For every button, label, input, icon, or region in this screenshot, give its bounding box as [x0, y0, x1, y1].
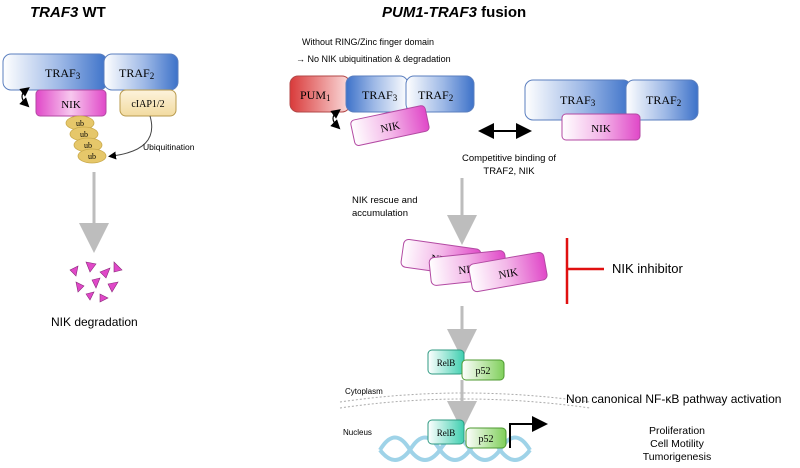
nik-label-left: NIK: [61, 99, 81, 111]
nik-stack-3: [468, 251, 548, 293]
rescue-line1: NIK rescue and: [352, 195, 417, 206]
outcome-tumorigenesis: Tumorigenesis: [643, 451, 711, 463]
traf2-label-right: TRAF2: [646, 93, 681, 108]
nik-label-right: NIK: [591, 123, 611, 135]
rotation-arrow-left: [19, 87, 30, 108]
cytoplasm-label: Cytoplasm: [345, 387, 383, 396]
competitive-line2: TRAF2, NIK: [483, 166, 535, 177]
nuclear-membrane-inner: [339, 398, 591, 409]
ubiquitin-chain: ub ub ub ub: [65, 115, 107, 164]
p52-box-nucleus: [465, 427, 507, 449]
nik-inhibitor-label: NIK inhibitor: [612, 261, 683, 276]
ubiquitination-label: Ubiquitination: [143, 142, 195, 152]
nfkb-activation-label: Non canonical NF-κB pathway activation: [566, 392, 781, 406]
p52-label-nucleus: p52: [479, 434, 494, 445]
nik-fragments-icon: [69, 261, 123, 303]
traf3-label-fusion: TRAF3: [362, 88, 398, 103]
rescue-line2: accumulation: [352, 208, 408, 219]
ub-4: [77, 148, 107, 164]
fusion-note-line2: → No NIK ubiquitination & degradation: [296, 54, 451, 64]
nik-accumulation-stack: NIK NIK NIK: [400, 238, 548, 293]
nik-stack-label-3: NIK: [498, 266, 519, 281]
ub-label-1: ub: [76, 119, 84, 128]
outcome-proliferation: Proliferation: [649, 425, 705, 437]
traf3-label-left: TRAF3: [45, 66, 81, 81]
traf2-label-fusion: TRAF2: [418, 88, 453, 103]
p52-label-cyto: p52: [476, 366, 491, 377]
ub-label-4: ub: [88, 152, 96, 161]
ub-label-3: ub: [84, 141, 92, 150]
left-title: TRAF3 WT: [30, 4, 106, 21]
p52-box-cyto: [461, 359, 505, 381]
traf2-box-fusion: [405, 75, 475, 113]
nik-box-right: [561, 113, 641, 141]
relb-label-cyto: RelB: [437, 358, 456, 368]
nik-box-fusion: NIK: [350, 105, 430, 146]
ubiquitination-arrow: [108, 115, 153, 160]
ciap-label: cIAP1/2: [131, 99, 164, 110]
nik-box-left: [35, 89, 107, 117]
nucleus-label: Nucleus: [343, 428, 372, 437]
outcome-cell-motility: Cell Motility: [650, 438, 704, 450]
nik-label-fusion: NIK: [380, 120, 402, 136]
traf2-box-right: [625, 79, 699, 121]
transcription-arrow-icon: [509, 416, 548, 448]
traf3-label-right: TRAF3: [560, 93, 596, 108]
traf2-label-left: TRAF2: [119, 66, 154, 81]
relb-label-nucleus: RelB: [437, 428, 456, 438]
right-title: PUM1-TRAF3 fusion: [382, 4, 526, 21]
ub-label-2: ub: [80, 130, 88, 139]
nik-degradation-label: NIK degradation: [51, 315, 138, 329]
relb-box-nucleus: [427, 419, 465, 445]
fusion-note-line1: Without RING/Zinc finger domain: [302, 37, 434, 47]
competitive-line1: Competitive binding of: [462, 153, 556, 164]
rotation-arrow-fusion: [330, 109, 341, 130]
ciap-box: [119, 89, 177, 117]
pum1-label: PUM1: [300, 88, 331, 103]
